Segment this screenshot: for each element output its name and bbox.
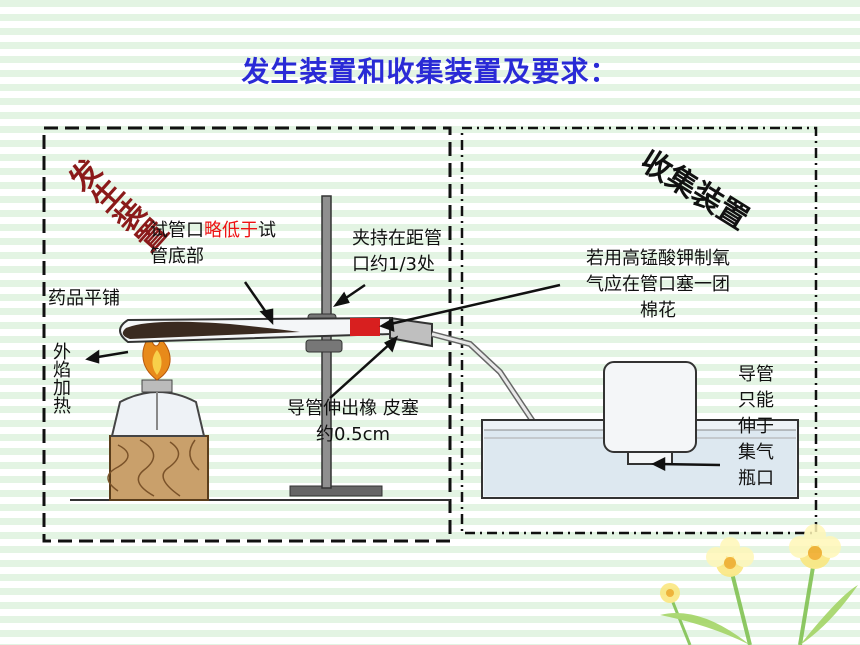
- label-drug: 药品平铺: [48, 288, 120, 309]
- alcohol-lamp: [110, 379, 206, 437]
- label-tube-out: 导管伸出橡 皮塞 约0.5cm: [287, 398, 419, 445]
- label-tube-mouth: 试管口略低于试 管底部: [150, 220, 276, 267]
- test-tube: [119, 316, 393, 344]
- rubber-stopper: [389, 316, 433, 348]
- label-pipe-only: 导管只能伸于集气瓶口: [738, 364, 774, 489]
- drug-powder: [122, 321, 300, 339]
- cotton-red: [350, 318, 380, 336]
- label-kmno4: 若用高锰酸钾制氧 气应在管口塞一团 棉花: [586, 248, 730, 321]
- arrows: [85, 281, 721, 472]
- gas-collecting-bottle: [603, 361, 697, 465]
- flower-decoration: [660, 524, 858, 645]
- flower-3-icon: [660, 583, 680, 603]
- left-panel-border: [42, 126, 452, 543]
- flower-1-icon: [706, 537, 754, 577]
- label-flame: 外焰加热: [50, 342, 71, 414]
- slide-title: 发生装置和收集装置及要求：: [241, 55, 619, 88]
- label-clamp: 夹持在距管 口约1/3处: [352, 228, 442, 275]
- wood-block: [107, 435, 209, 501]
- right-panel-border: [460, 126, 818, 535]
- flower-2-icon: [789, 524, 841, 569]
